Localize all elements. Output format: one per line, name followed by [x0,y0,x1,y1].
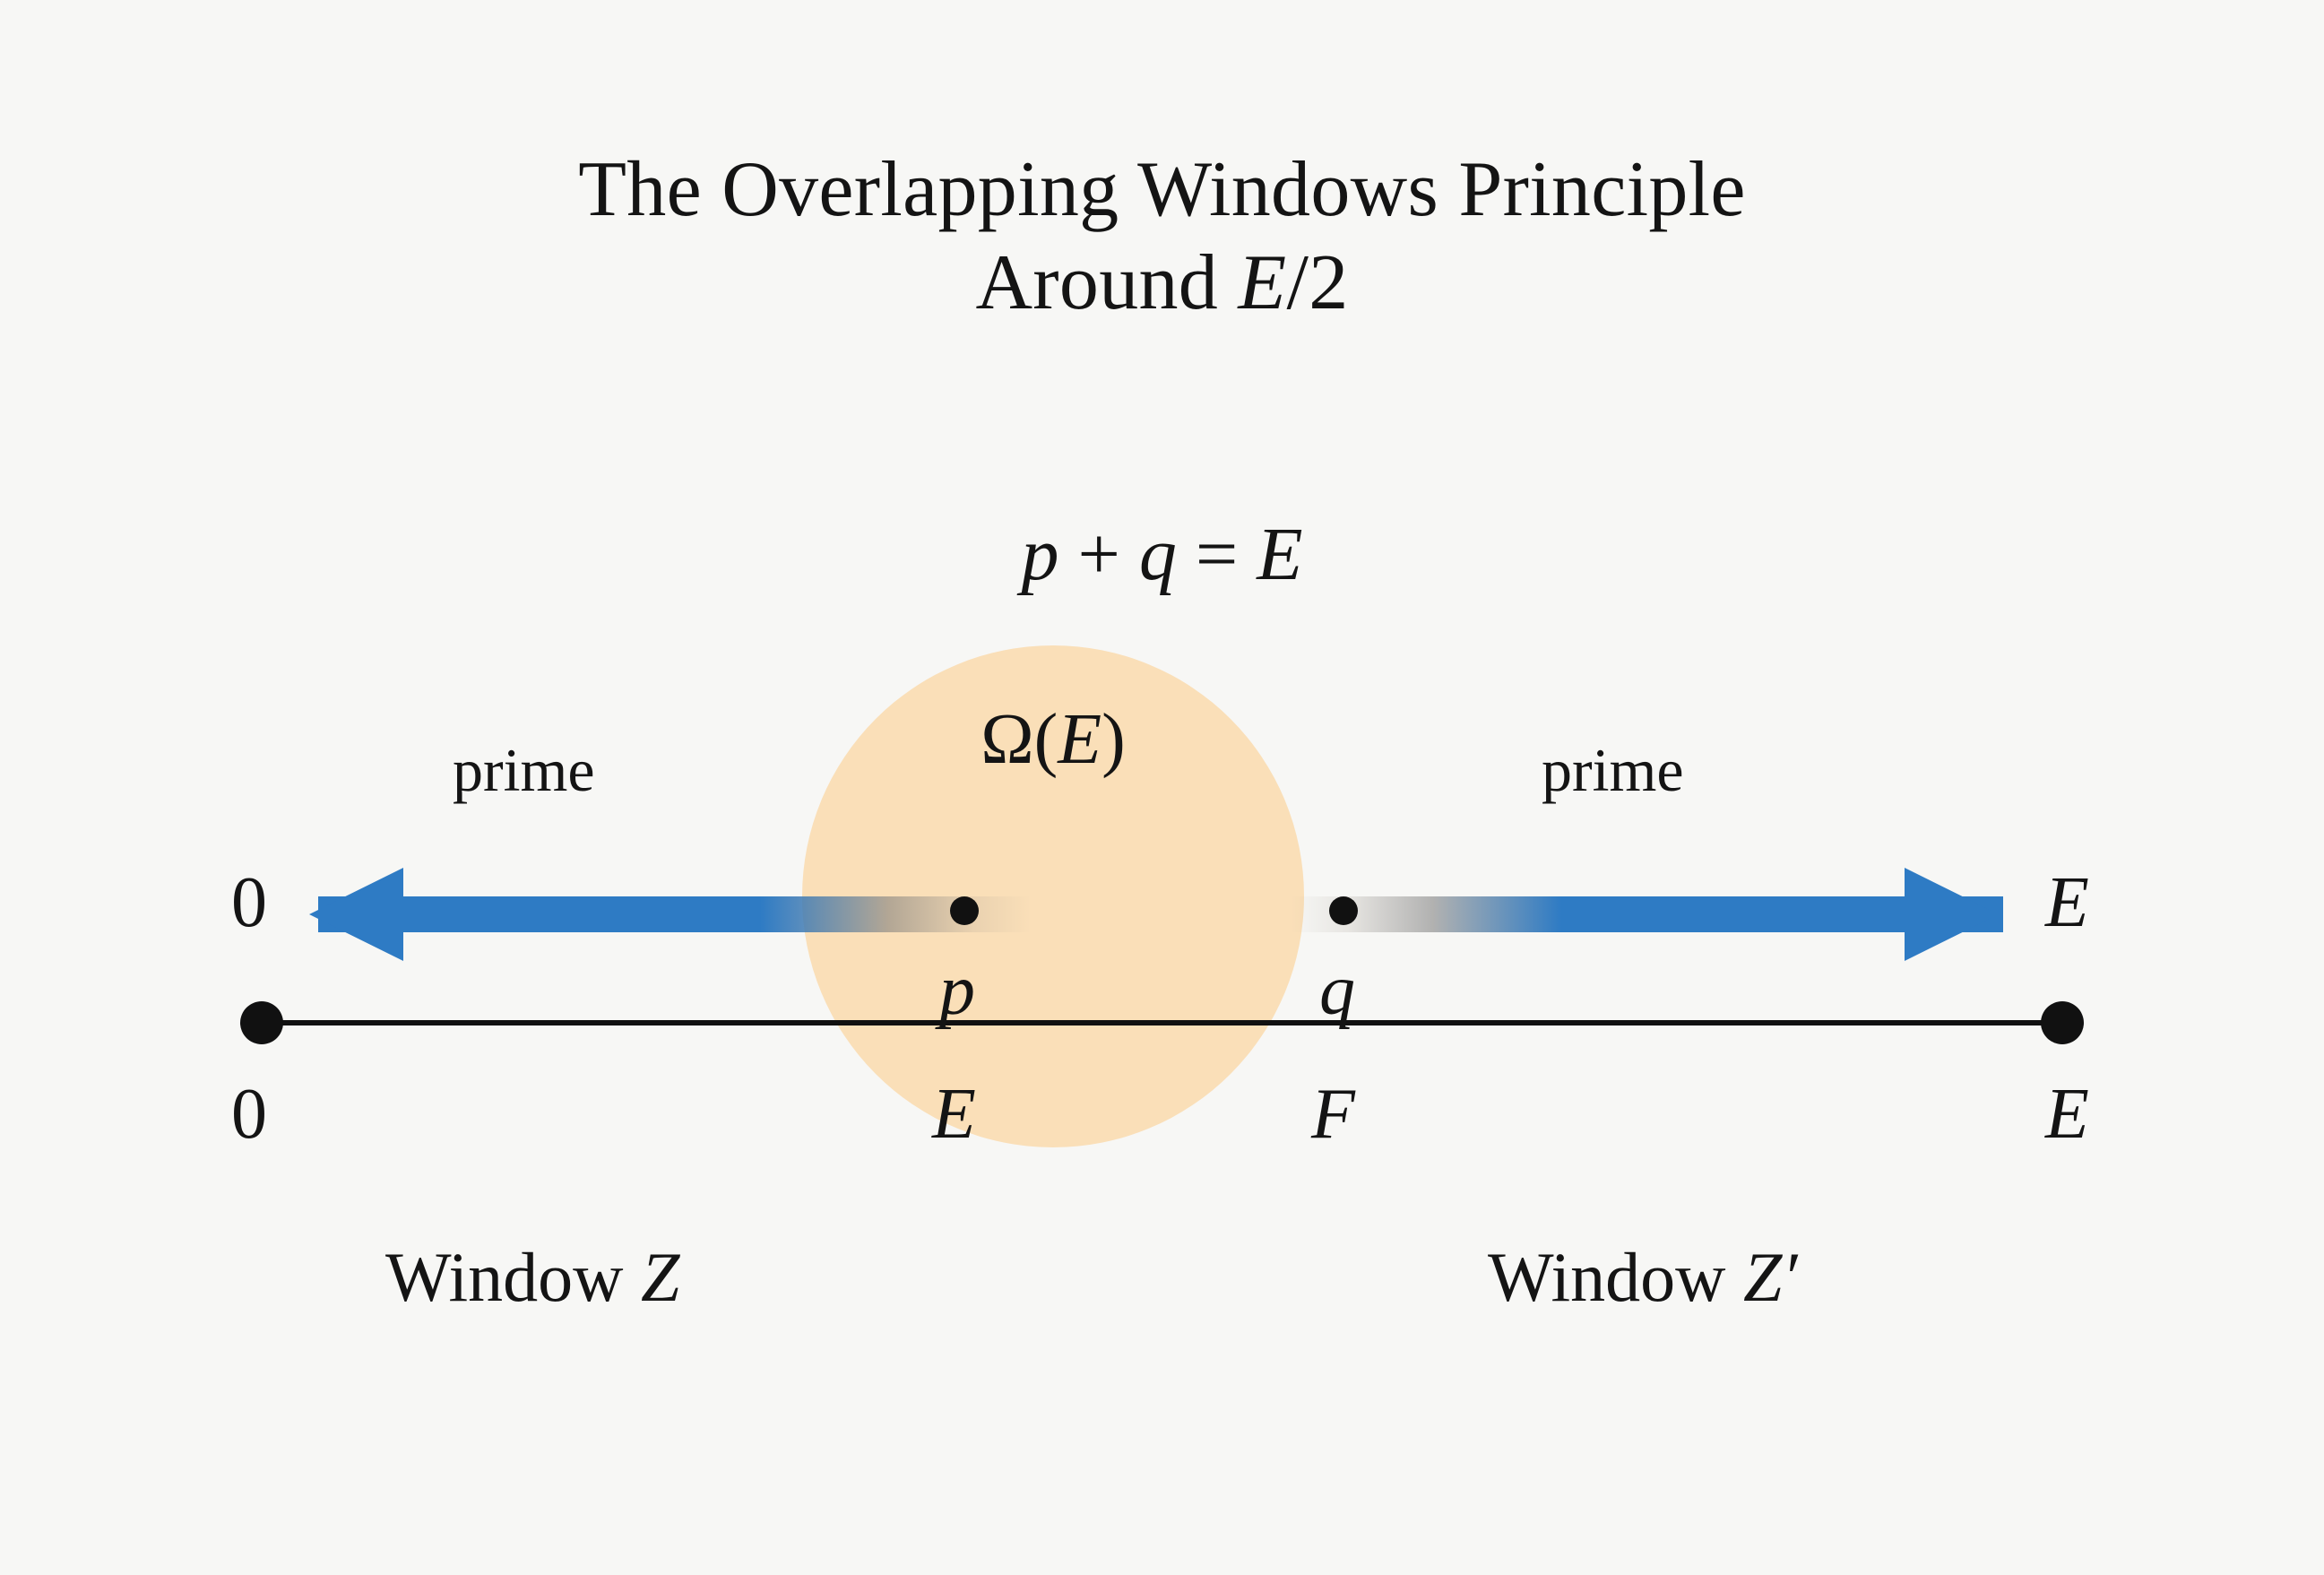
point-marker-p [950,896,979,925]
window-right-prefix: Window [1488,1238,1743,1316]
equation-equals-operator: = [1176,513,1257,596]
number-line-endpoint-left [240,1001,283,1044]
prime-arrow-left-shaft [318,896,1031,932]
title-line-2-variable: E [1238,238,1287,326]
window-caption-z-prime: Window Z′ [1488,1237,1797,1318]
equation-p-plus-q-equals-e: p + q = E [0,511,2324,598]
point-sublabel-F: F [1311,1075,1355,1154]
page-title: The Overlapping Windows Principle Around… [0,143,2324,330]
prime-label-right: prime [1542,736,1684,804]
equation-term-p: p [1021,513,1059,596]
equation-plus-operator: + [1058,513,1139,596]
equation-term-E: E [1257,513,1303,596]
window-right-variable: Z′ [1743,1238,1798,1316]
omega-symbol: Ω( [981,700,1058,779]
prime-arrow-left-head-icon [309,868,403,961]
point-marker-q [1329,896,1358,925]
axis-label-bottom-left-zero: 0 [231,1075,267,1154]
number-line [260,1020,2061,1025]
axis-label-bottom-right-E: E [2045,1075,2089,1154]
point-sublabel-E: E [932,1075,976,1154]
title-line-2-prefix: Around [975,238,1239,326]
point-label-q: q [1319,951,1355,1030]
equation-term-q: q [1138,513,1177,596]
prime-arrow-right-shaft [1291,896,2003,932]
prime-arrow-right-head-icon [1905,868,1999,961]
prime-label-left: prime [453,736,595,804]
axis-label-top-right-E: E [2045,863,2089,942]
window-left-variable: Z [641,1238,680,1316]
omega-close-paren: ) [1102,700,1126,779]
omega-of-e-label: Ω(E) [802,699,1304,781]
axis-label-top-left-zero: 0 [231,863,267,942]
window-left-prefix: Window [385,1238,641,1316]
title-line-1: The Overlapping Windows Principle [578,146,1746,233]
window-caption-z: Window Z [385,1237,679,1318]
point-label-p: p [939,951,975,1030]
title-line-2-suffix: /2 [1286,238,1349,326]
number-line-endpoint-right [2041,1001,2084,1044]
title-line-2: Around E/2 [0,237,2324,330]
omega-argument: E [1058,700,1102,779]
